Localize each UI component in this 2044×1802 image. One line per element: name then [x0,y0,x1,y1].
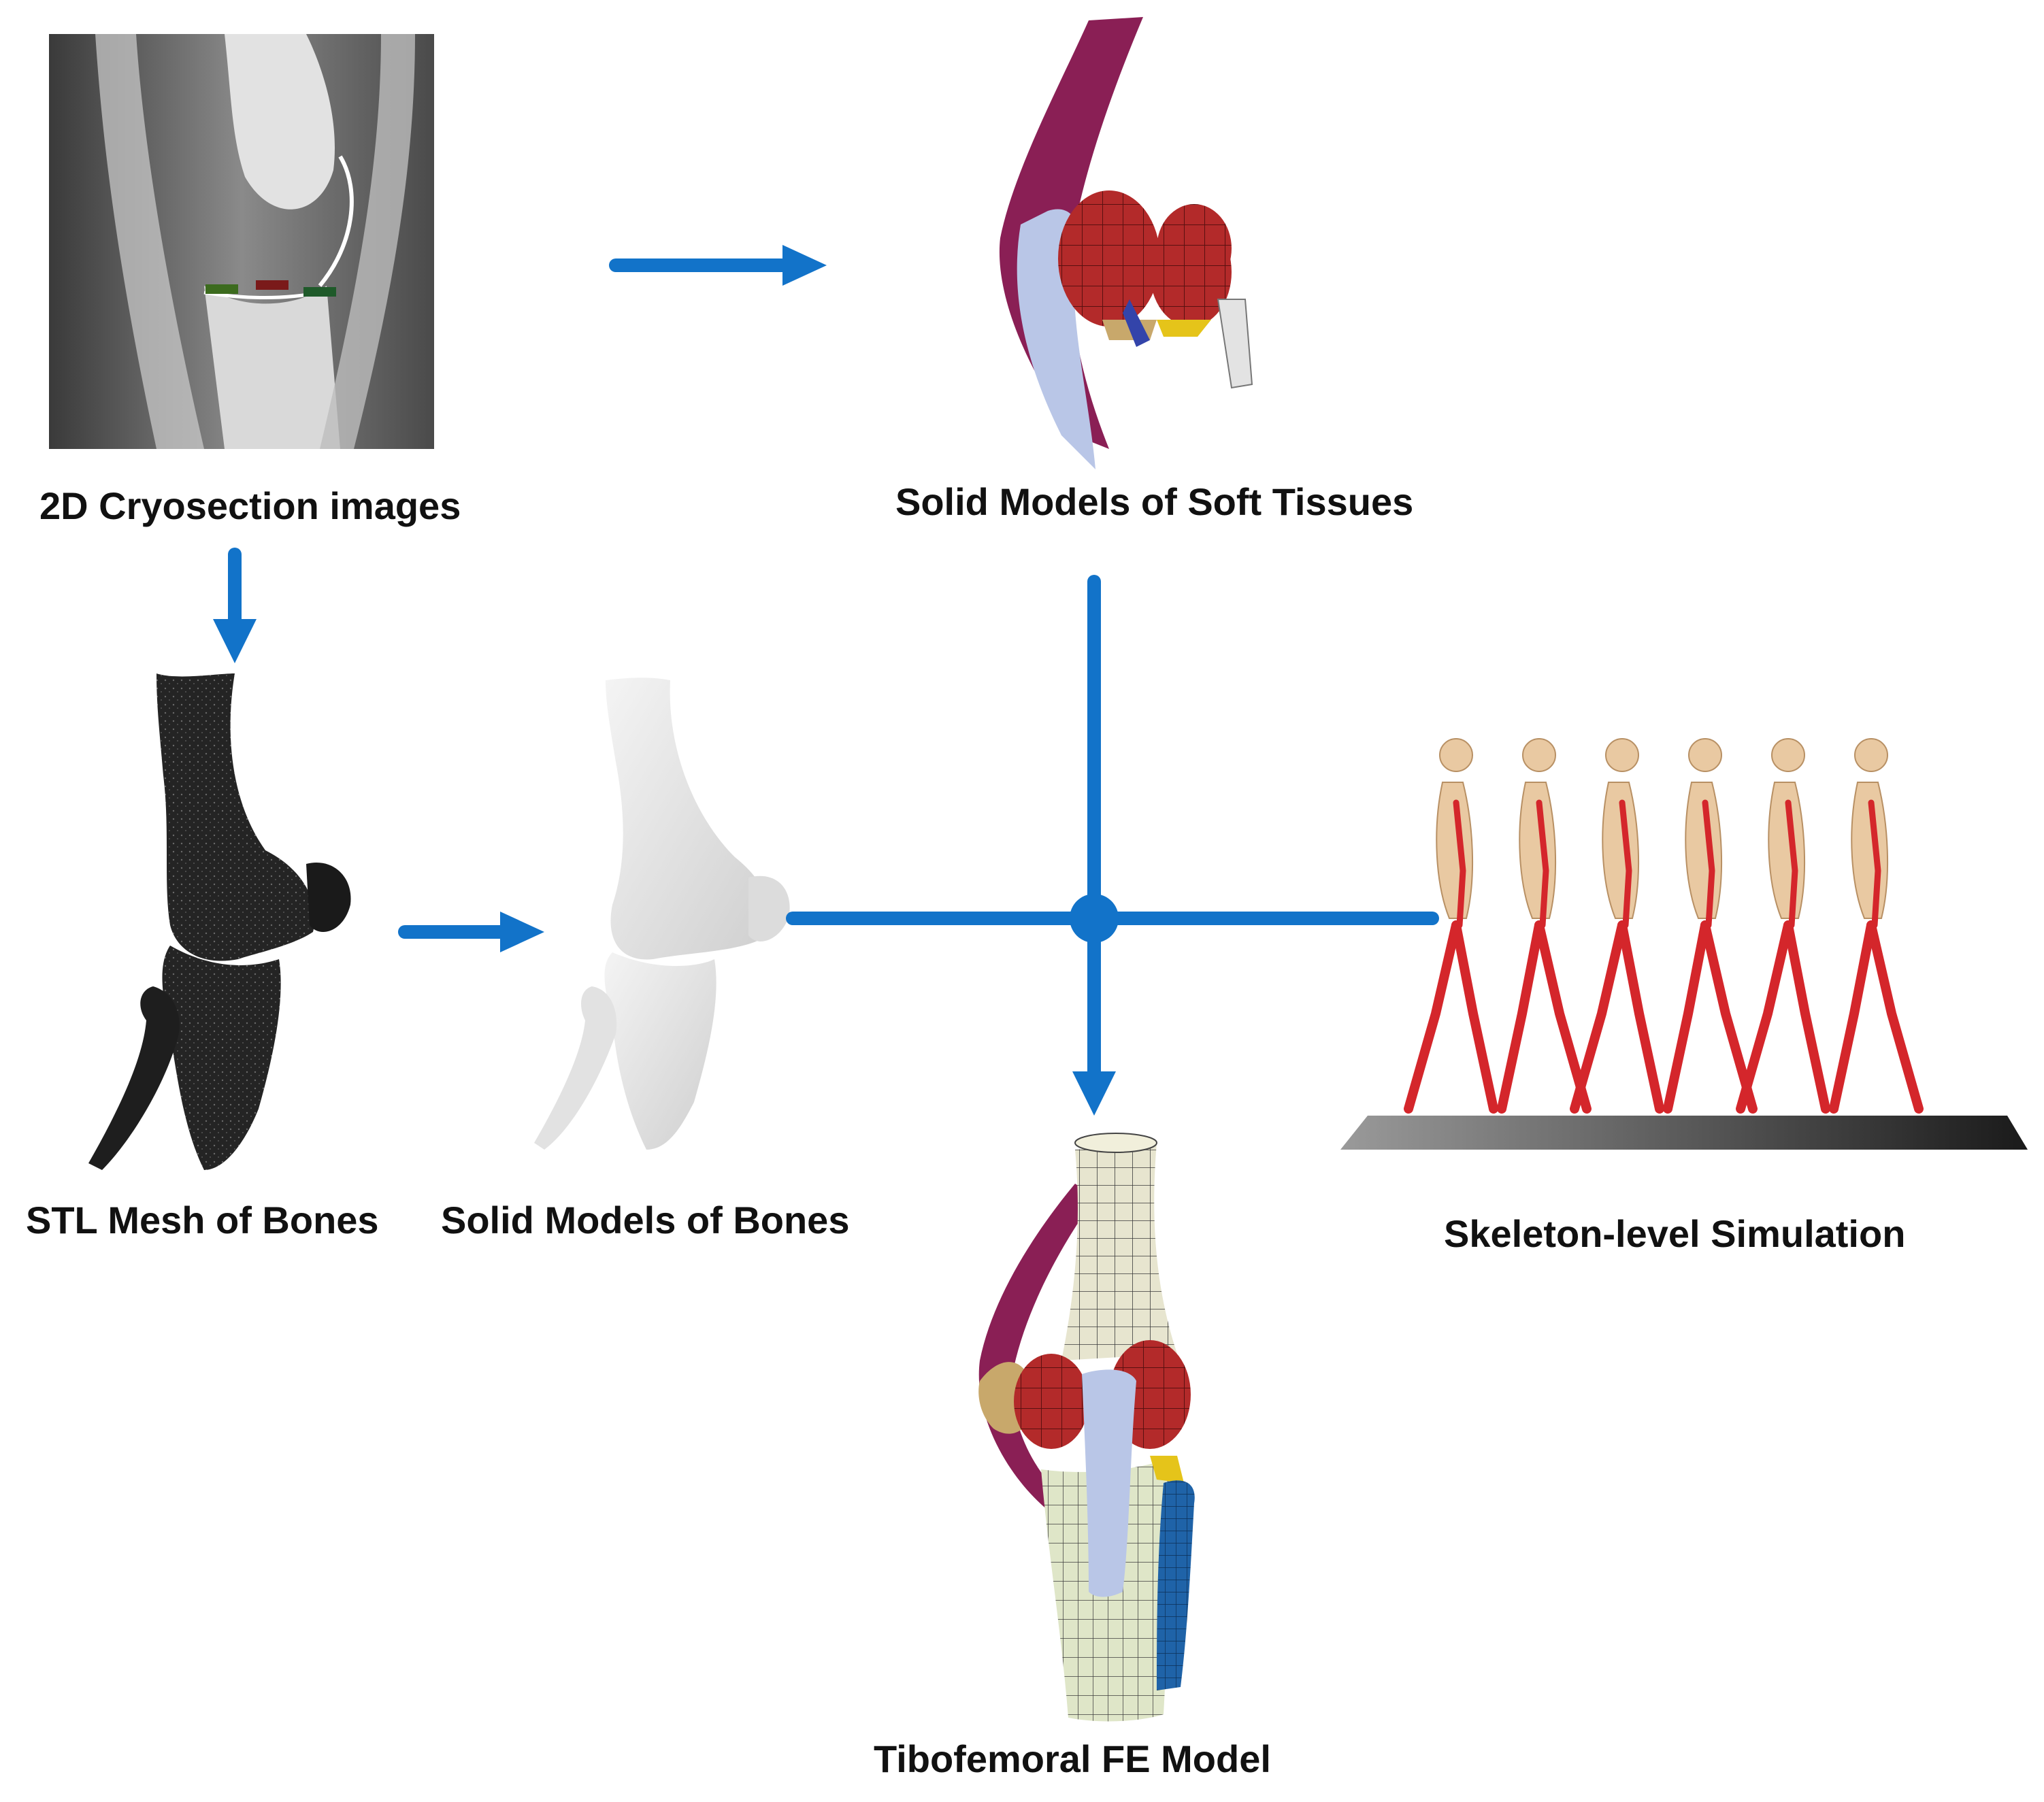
arrows [213,245,1439,1116]
skeleton-2-leg-left [1534,920,1592,1114]
skeleton-6-skull [1854,738,1888,772]
skeleton-5-arm [1785,799,1798,929]
skeleton-6-arm [1868,799,1881,929]
walking-skeletons [1404,738,1924,1114]
stl-mesh-bones [88,673,351,1170]
skeleton-1-leg-left [1404,920,1461,1114]
label-skeleton-sim: Skeleton-level Simulation [1444,1212,1906,1255]
skeleton-6-leg-left [1866,920,1924,1114]
label-stl-mesh: STL Mesh of Bones [26,1199,379,1241]
skeleton-3-leg-left [1570,920,1627,1114]
skeleton-4-arm [1702,799,1715,929]
arrowhead-cryo-to-stl [213,619,257,663]
skeleton-1-arm [1453,799,1466,929]
skeleton-4-skull [1688,738,1722,772]
label-cryosection: 2D Cryosection images [39,484,461,527]
skeleton-2-arm [1536,799,1549,929]
solid-model-bones [534,678,790,1150]
skeleton-2-skull [1522,738,1556,772]
ground-plane [1340,1116,2028,1150]
skeleton-walk-simulation [1340,738,2028,1150]
skeleton-5-leg-left [1736,920,1793,1114]
skeleton-3-skull [1605,738,1639,772]
skeleton-1-leg-right [1451,920,1498,1114]
label-fe-model: Tibofemoral FE Model [874,1737,1271,1780]
skeleton-6-leg-right [1829,920,1876,1114]
soft-tissue-model [999,17,1253,469]
tibiofemoral-fe-model [978,1133,1195,1722]
arrowhead-to-fe-model [1072,1071,1116,1116]
skeleton-4-leg-right [1663,920,1710,1114]
skeleton-3-leg-right [1617,920,1664,1114]
arrowhead-stl-to-solid [500,912,544,952]
skeleton-4-leg-left [1700,920,1758,1114]
skeleton-5-skull [1771,738,1805,772]
skeleton-1-skull [1439,738,1473,772]
label-soft-tissue: Solid Models of Soft Tissues [895,480,1414,523]
skeleton-3-arm [1619,799,1632,929]
skeleton-2-leg-right [1497,920,1544,1114]
cryosection-image [49,34,434,449]
label-solid-bones: Solid Models of Bones [441,1199,850,1241]
junction-node [1070,894,1119,943]
skeleton-5-leg-right [1783,920,1830,1114]
arrowhead-cryo-to-soft [782,245,827,286]
